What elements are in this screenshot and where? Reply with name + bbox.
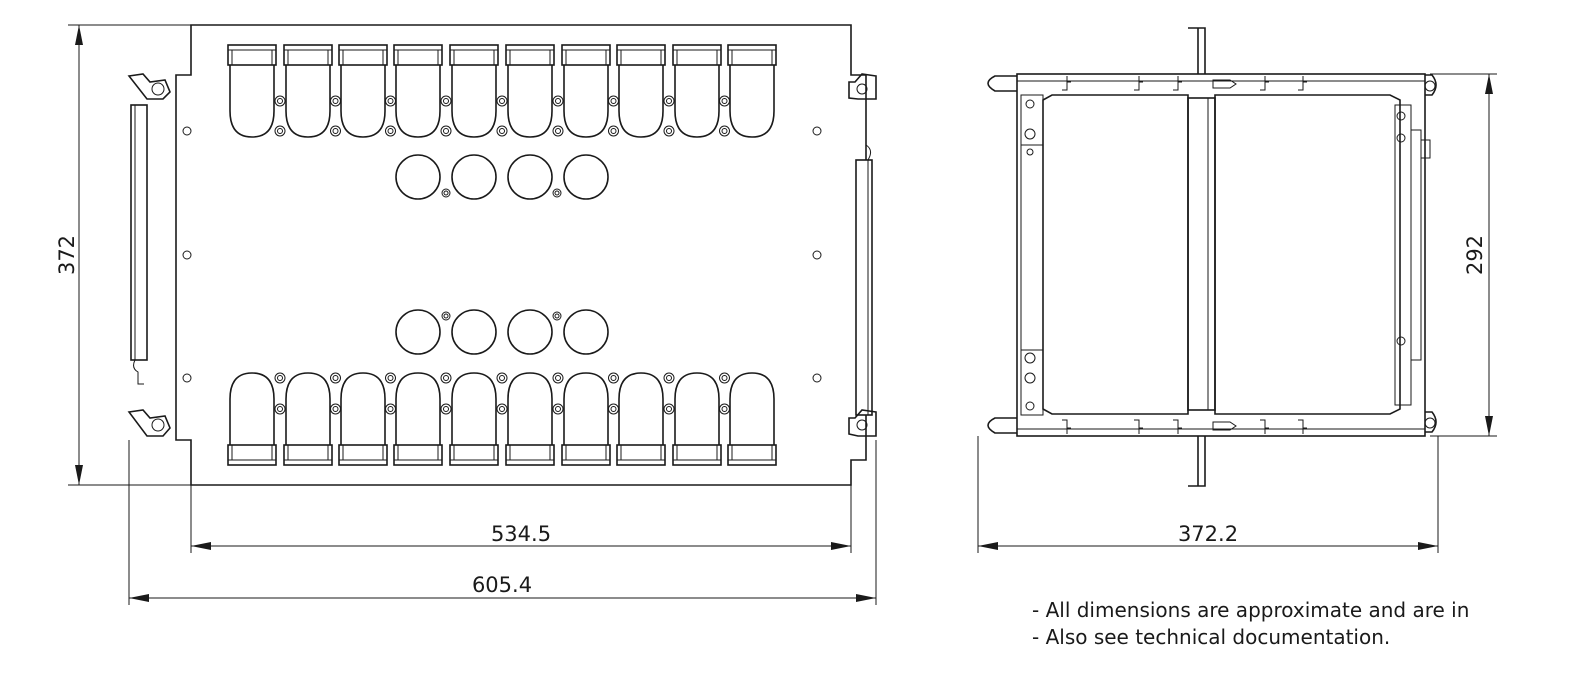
slot-bottom — [393, 372, 443, 466]
screw-hole — [440, 95, 452, 107]
slot-top — [616, 44, 666, 138]
dim-side-width — [977, 436, 1439, 553]
side-frame-outer — [1016, 73, 1426, 437]
front-left-rail — [127, 73, 171, 437]
dim-front-inner-width — [190, 485, 852, 553]
screw-hole — [552, 372, 564, 384]
slot-top — [449, 44, 499, 138]
screw-hole — [552, 403, 564, 415]
screw-hole — [330, 95, 341, 107]
bottom-slot-row — [227, 372, 777, 466]
side-clip — [1298, 76, 1307, 91]
screw-hole — [608, 95, 619, 107]
side-clip — [1134, 419, 1143, 434]
slot-bottom — [227, 372, 277, 466]
slot-bottom — [561, 372, 611, 466]
screw-hole — [330, 125, 341, 137]
dim-side-height — [1430, 73, 1497, 437]
top-slot-row — [227, 44, 777, 138]
side-latch — [1212, 421, 1237, 431]
screw-hole — [663, 125, 675, 137]
notes: - All dimensions are approximate and are… — [1032, 597, 1469, 651]
side-latch — [1212, 79, 1237, 89]
dim-label-front-height: 372 — [55, 235, 79, 275]
side-clip — [1062, 419, 1071, 434]
side-view — [977, 27, 1497, 553]
slot-bottom — [338, 372, 388, 466]
side-inner-panel-left — [1042, 94, 1189, 415]
side-clip — [1134, 76, 1143, 91]
slot-top — [227, 44, 277, 138]
front-mount-holes — [182, 126, 822, 383]
screw-hole — [440, 403, 452, 415]
note-line-1: - All dimensions are approximate and are… — [1032, 598, 1470, 622]
dim-front-outer-width — [128, 440, 877, 605]
screw-hole — [274, 372, 286, 384]
side-clip — [1173, 76, 1182, 91]
slot-bottom — [727, 372, 777, 466]
screw-hole — [608, 125, 619, 137]
screw-hole — [719, 403, 730, 415]
side-clip — [1173, 419, 1182, 434]
screw-hole — [385, 95, 396, 107]
side-clip — [1298, 419, 1307, 434]
screw-hole — [608, 403, 619, 415]
side-left-pin-bottom — [987, 417, 1017, 434]
screw-hole — [663, 95, 675, 107]
screw-hole — [330, 372, 341, 384]
screw-hole — [274, 403, 286, 415]
side-left-pin-top — [987, 75, 1017, 92]
note-line-2: - Also see technical documentation. — [1032, 625, 1391, 649]
screw-hole — [663, 372, 675, 384]
screw-hole — [385, 372, 396, 384]
screw-hole — [440, 372, 452, 384]
front-plate-outline — [175, 24, 867, 486]
slot-bottom — [672, 372, 722, 466]
side-handle — [1188, 27, 1206, 487]
dim-label-front-inner-width: 534.5 — [491, 522, 551, 546]
screw-hole — [719, 372, 730, 384]
slot-bottom — [505, 372, 555, 466]
screw-hole — [274, 95, 286, 107]
slot-bottom — [449, 372, 499, 466]
screw-hole — [385, 403, 396, 415]
slot-top — [393, 44, 443, 138]
screw-hole — [496, 372, 508, 384]
screw-hole — [440, 125, 452, 137]
side-centre-divider — [1187, 97, 1216, 411]
dim-label-side-height: 292 — [1463, 235, 1487, 275]
slot-bottom — [283, 372, 333, 466]
side-inner-panel-right — [1214, 94, 1401, 415]
screw-hole — [552, 125, 564, 137]
screw-hole — [496, 95, 508, 107]
side-clip — [1260, 76, 1269, 91]
slot-top — [338, 44, 388, 138]
screw-hole — [496, 125, 508, 137]
front-view — [68, 24, 877, 605]
dim-label-front-outer-width: 605.4 — [472, 573, 532, 597]
screw-hole — [552, 95, 564, 107]
slot-top — [727, 44, 777, 138]
slot-top — [283, 44, 333, 138]
screw-hole — [496, 403, 508, 415]
front-circle-cutouts — [395, 154, 609, 355]
dim-label-side-width: 372.2 — [1178, 522, 1238, 546]
screw-hole — [719, 95, 730, 107]
side-clip — [1062, 76, 1071, 91]
screw-hole — [663, 403, 675, 415]
screw-hole — [385, 125, 396, 137]
screw-hole — [274, 125, 286, 137]
screw-hole — [330, 403, 341, 415]
slot-top — [505, 44, 555, 138]
front-right-rail — [848, 73, 877, 437]
screw-hole — [608, 372, 619, 384]
slot-top — [561, 44, 611, 138]
side-clip — [1260, 419, 1269, 434]
slot-top — [672, 44, 722, 138]
dim-front-height — [68, 24, 191, 486]
slot-bottom — [616, 372, 666, 466]
side-clips — [1062, 76, 1307, 434]
screw-hole — [719, 125, 730, 137]
